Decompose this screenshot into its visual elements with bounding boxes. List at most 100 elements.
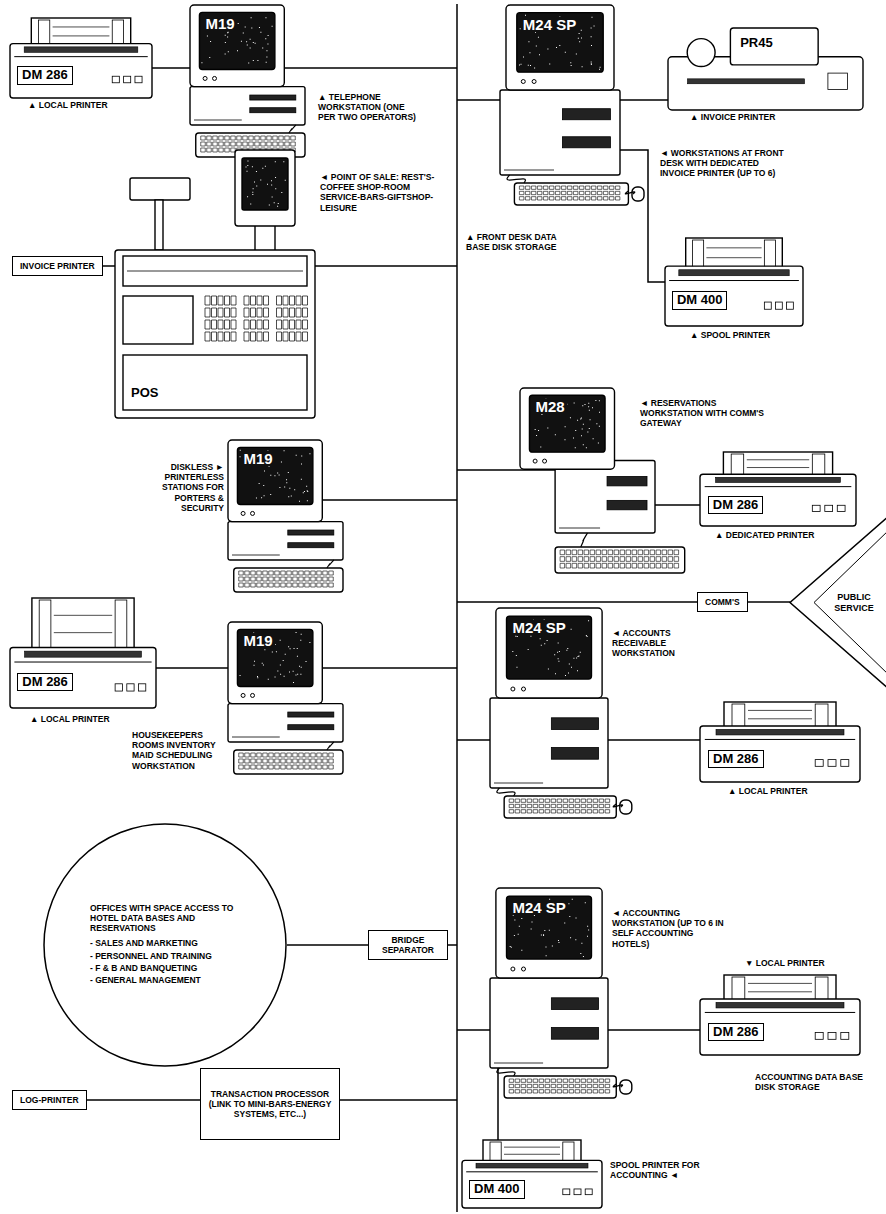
chevron-inner-line: [814, 529, 886, 676]
network-bus: [456, 4, 458, 1212]
device-label: M24 SP: [521, 17, 578, 32]
cable: [613, 804, 622, 807]
disk-drive-slot: [551, 1028, 598, 1040]
device-label: DM 286: [17, 66, 73, 84]
circle-heading: OFFICES WITH SPACE ACCESS TO HOTEL DATA …: [90, 903, 240, 934]
workstation: M24 SP: [490, 888, 608, 1068]
platen-line: [466, 1171, 598, 1172]
keyboard-keys: [239, 753, 334, 769]
bus-tap: [457, 469, 600, 471]
connector-line: [87, 1099, 200, 1101]
paper-slot: [476, 1163, 588, 1168]
screen-speckle: [240, 450, 311, 502]
screen-speckle: [512, 619, 589, 676]
connector-line: [497, 1068, 499, 1140]
paper-line: [706, 247, 761, 248]
device-label: PR45: [738, 36, 775, 50]
keyboard-keys: [560, 550, 679, 568]
monitor-case: [496, 608, 602, 698]
paper-feeder: [483, 1140, 581, 1166]
device-illustration: [700, 975, 860, 1055]
connector-line: [620, 150, 665, 282]
tractor-unit: [812, 454, 824, 476]
callout-label: DISKLESS ► PRINTERLESS STATIONS FOR PORT…: [138, 462, 224, 513]
disk-drive-slot: [551, 748, 598, 760]
printer-body: [10, 44, 152, 98]
disk-drive-slot: [562, 137, 610, 148]
tractor-unit: [732, 704, 745, 728]
connector-line: [152, 67, 190, 69]
cable: [497, 788, 515, 796]
device-illustration: [700, 702, 860, 782]
chevron-shape: [790, 515, 886, 690]
workstation: M19: [228, 622, 343, 742]
device-label: M24 SP: [511, 900, 568, 915]
office-circle: OFFICES WITH SPACE ACCESS TO HOTEL DATA …: [43, 823, 287, 1067]
tractor-unit: [731, 454, 743, 476]
device-illustration: [668, 28, 863, 110]
device-illustration: [10, 598, 156, 708]
device-illustration: [700, 452, 856, 526]
register-body: [115, 250, 315, 418]
keyboard-keys: [201, 136, 296, 152]
monitor-knob: [532, 80, 536, 84]
workstation: M19: [190, 5, 305, 125]
text-group: OFFICES WITH SPACE ACCESS TO HOTEL DATA …: [90, 903, 240, 987]
tractor-unit: [115, 600, 127, 650]
callout-label: ◄ WORKSTATIONS AT FRONT DESK WITH DEDICA…: [660, 148, 792, 179]
keyboard: [234, 568, 343, 592]
paper-line: [747, 467, 809, 468]
disk-drive-slot: [250, 108, 296, 113]
box-label: INVOICE PRINTER: [20, 261, 95, 271]
control-button: [135, 76, 142, 83]
paper-feeder: [723, 452, 832, 480]
monitor-knob: [543, 459, 547, 463]
circle-outline: [43, 823, 287, 1067]
platen-line: [705, 1012, 855, 1013]
cable: [327, 742, 334, 750]
callout-label: ▲ INVOICE PRINTER: [690, 112, 830, 122]
system-unit: [490, 978, 608, 1068]
device-illustration: [190, 5, 305, 125]
monitor-knob: [511, 967, 515, 971]
monitor-screen: [237, 447, 312, 504]
device-label: M19: [241, 633, 274, 648]
monitor-case: [520, 388, 615, 469]
device-label: DM 286: [708, 1023, 764, 1041]
bus-tap: [260, 1099, 457, 1101]
dot-matrix-printer: DM 286: [10, 18, 152, 98]
disk-drive-slot: [607, 500, 647, 509]
system-unit: [228, 704, 343, 742]
paper-slot: [716, 477, 841, 482]
paper-slot: [716, 1002, 844, 1008]
printer-body: [10, 648, 156, 709]
monitor-knob: [241, 511, 245, 515]
paper-line: [53, 26, 110, 27]
control-button: [112, 76, 119, 83]
keyboard: [504, 1076, 616, 1098]
disk-drive-slot: [551, 998, 598, 1010]
callout-label: ACCOUNTING DATA BASE DISK STORAGE: [755, 1072, 865, 1092]
monitor-knob: [251, 511, 255, 515]
workstation: M24 SP: [500, 5, 620, 175]
cable: [581, 533, 588, 547]
device-label: M19: [203, 16, 236, 31]
unit-trim: [232, 555, 280, 556]
connector-line: [608, 739, 700, 741]
device-illustration: [115, 150, 315, 418]
dot-matrix-printer: DM 400: [665, 238, 803, 326]
paper-slot: [688, 79, 805, 84]
connector-line: [287, 944, 368, 946]
control-button: [815, 1033, 823, 1040]
control-button: [127, 684, 134, 691]
device-illustration: [462, 1140, 602, 1208]
callout-label: ▲ LOCAL PRINTER: [728, 786, 848, 796]
monitor-case: [506, 5, 614, 90]
box-label: COMM'S: [705, 597, 740, 607]
dot-matrix-printer: DM 286: [700, 975, 860, 1055]
device-illustration: [500, 5, 620, 175]
paper-line: [54, 632, 112, 633]
monitor-knob: [522, 687, 526, 691]
monitor-screen: [529, 395, 605, 452]
